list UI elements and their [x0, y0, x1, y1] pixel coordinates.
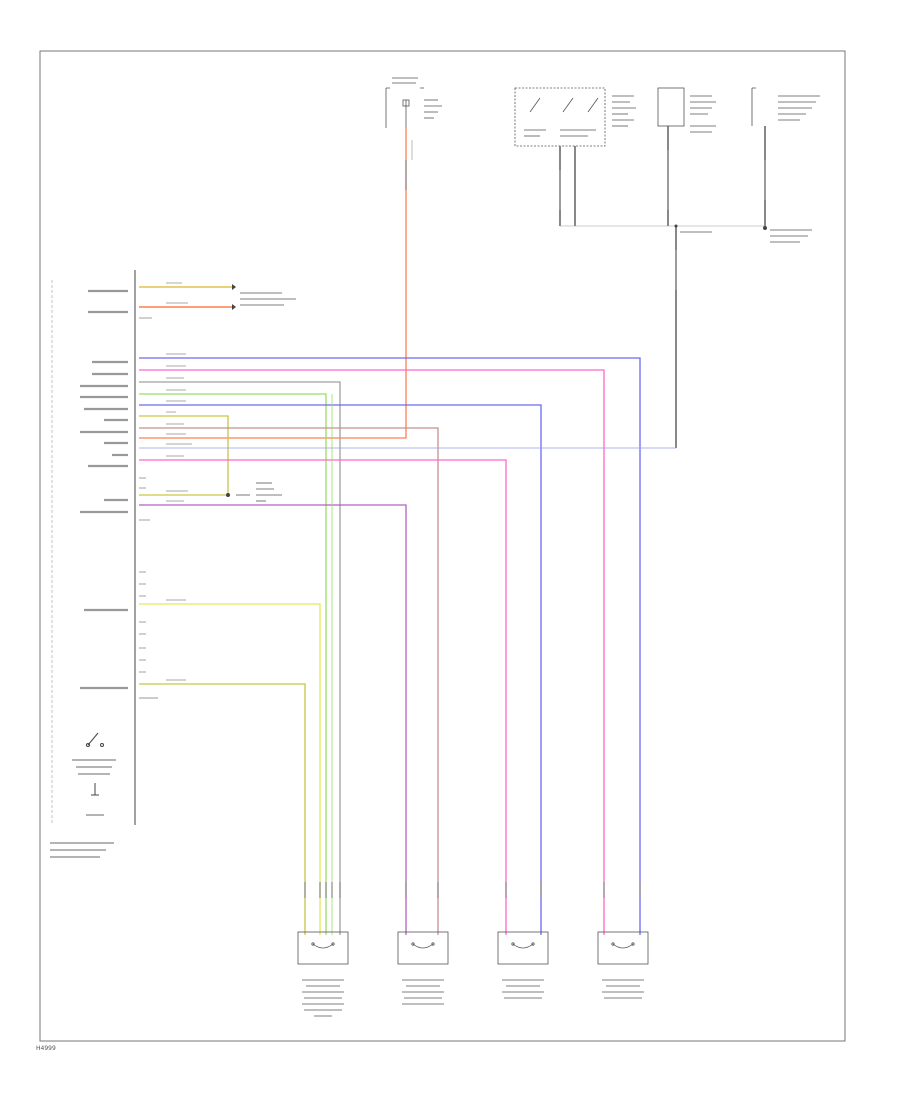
switch-symbol	[86, 732, 104, 796]
control-unit	[50, 270, 158, 858]
motor-1	[297, 931, 349, 965]
diagram-border	[39, 50, 846, 1042]
top-component-relay	[657, 87, 685, 127]
black-wires	[559, 126, 766, 448]
top-component-fuse	[385, 87, 424, 128]
bottom-motors	[297, 931, 649, 965]
motor-3	[497, 931, 549, 965]
top-component-switches	[514, 87, 606, 147]
signal-wires	[139, 128, 676, 935]
motor-4	[597, 931, 649, 965]
motor-2	[397, 931, 449, 965]
diagram-code: H4999	[36, 1045, 56, 1052]
top-component-module	[751, 87, 756, 126]
